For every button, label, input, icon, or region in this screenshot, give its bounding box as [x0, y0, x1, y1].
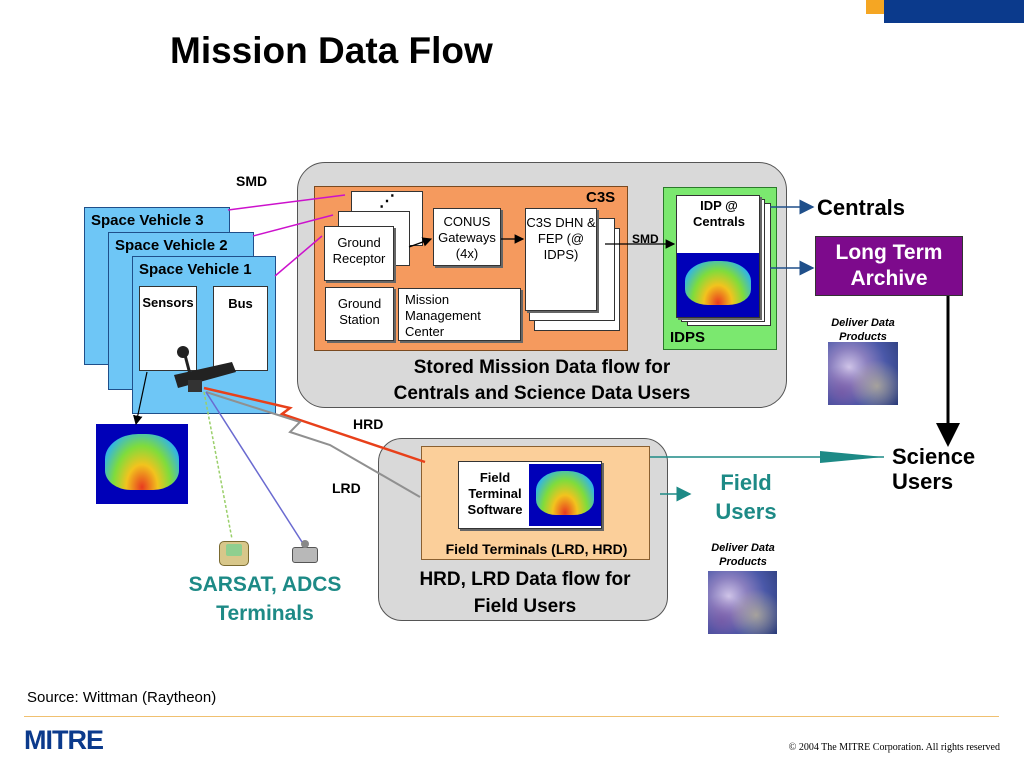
long-term-archive-label: Long Term Archive — [816, 240, 962, 292]
space-vehicle-3-label: Space Vehicle 3 — [91, 212, 204, 229]
adcs-link — [203, 391, 233, 540]
smd-mid-label: SMD — [632, 232, 659, 246]
mitre-logo: MITRE — [24, 725, 104, 755]
page-title: Mission Data Flow — [170, 30, 493, 71]
satellite-icon — [174, 346, 236, 392]
sensors-label: Sensors — [142, 295, 194, 310]
mission-management-label: Mission Management Center — [405, 292, 481, 339]
deliver-products-top: Deliver Data Products — [818, 316, 908, 344]
smd-line-2 — [252, 214, 334, 237]
space-vehicle-1-label: Space Vehicle 1 — [139, 261, 252, 278]
c3s-dhn-box: C3S DHN & FEP (@ IDPS) — [525, 208, 597, 311]
corner-accent-blue — [884, 0, 1024, 23]
satellite-image-bottom — [708, 571, 777, 634]
deliver-products-bottom-line-2: Products — [719, 556, 767, 568]
lrd-link — [205, 391, 421, 498]
sarsat-label: SARSAT, ADCS Terminals — [170, 570, 360, 628]
science-users-label: Science Users — [892, 444, 975, 494]
field-terminals-label: Field Terminals (LRD, HRD) — [445, 541, 628, 557]
sarsat-line-2: Terminals — [216, 602, 314, 625]
ground-receptor-label: Ground Receptor — [332, 235, 386, 266]
smd-top-label: SMD — [236, 173, 268, 189]
footer-divider — [24, 716, 999, 717]
satellite-image-top — [828, 342, 898, 405]
centrals-label: Centrals — [817, 195, 906, 220]
deliver-products-top-line-2: Products — [839, 331, 887, 343]
idp-centrals-box: IDP @ Centrals — [676, 195, 760, 318]
field-thermal-image — [529, 464, 601, 526]
field-users-line-1: Field — [720, 470, 772, 495]
smd-line-1 — [227, 194, 346, 211]
long-term-archive-box: Long Term Archive — [815, 236, 963, 296]
ground-station-box: Ground Station — [325, 287, 394, 341]
stored-flow-line-2: Centrals and Science Data Users — [393, 383, 691, 404]
long-term-archive-line-2: Archive — [850, 267, 928, 290]
stored-flow-line-1: Stored Mission Data flow for — [413, 357, 671, 378]
c3s-dhn-label: C3S DHN & FEP (@ IDPS) — [526, 215, 596, 262]
idps-label: IDPS — [670, 329, 706, 346]
deliver-products-bottom-line-1: Deliver Data — [711, 542, 775, 554]
adcs-terminal-icon — [219, 541, 249, 566]
deliver-products-top-line-1: Deliver Data — [831, 317, 895, 329]
bus-box: Bus — [213, 286, 268, 371]
sarsat-line-1: SARSAT, ADCS — [188, 573, 342, 596]
conus-gateways-label: CONUS Gateways (4x) — [438, 214, 496, 261]
hrd-flow-line-2: Field Users — [473, 596, 577, 617]
c3s-label: C3S — [586, 189, 616, 206]
ground-station-label: Ground Station — [337, 296, 382, 327]
mission-management-box: Mission Management Center — [398, 288, 521, 341]
hrd-label: HRD — [353, 416, 384, 432]
conus-gateways-box: CONUS Gateways (4x) — [433, 208, 501, 266]
sarsat-link — [205, 391, 303, 543]
hrd-flow-caption: HRD, LRD Data flow for Field Users — [385, 566, 665, 620]
long-term-archive-line-1: Long Term — [835, 241, 943, 264]
bus-label: Bus — [228, 296, 253, 311]
sensor-to-image-arrow — [133, 371, 148, 426]
deliver-products-bottom: Deliver Data Products — [698, 541, 788, 569]
field-terminal-software-box: Field Terminal Software — [458, 461, 602, 529]
science-users-line-1: Science — [892, 444, 976, 469]
receptor-stack-dots: ⋰ — [379, 193, 395, 210]
stored-flow-caption: Stored Mission Data flow for Centrals an… — [352, 355, 732, 407]
sensor-thermal-image — [96, 424, 188, 504]
sensors-box: Sensors — [139, 286, 197, 371]
idp-thermal-image — [677, 253, 759, 317]
field-users-label: Field Users — [708, 468, 784, 526]
field-users-line-2: Users — [715, 499, 777, 524]
corner-accent-orange — [866, 0, 884, 14]
science-users-line-2: Users — [892, 469, 954, 494]
hrd-link — [203, 386, 426, 464]
receptor-to-conus — [408, 237, 433, 248]
idp-centrals-label: IDP @ Centrals — [692, 198, 746, 229]
field-to-science-head — [820, 451, 884, 463]
space-vehicle-2-label: Space Vehicle 2 — [115, 237, 228, 254]
smd-line-3 — [274, 235, 323, 277]
field-terminal-software-label: Field Terminal Software — [467, 470, 523, 517]
ground-receptor-box: Ground Receptor — [324, 226, 394, 281]
copyright-text: © 2004 The MITRE Corporation. All rights… — [788, 742, 1000, 753]
hrd-flow-line-1: HRD, LRD Data flow for — [419, 569, 631, 590]
sarsat-terminal-icon — [292, 540, 318, 563]
source-note: Source: Wittman (Raytheon) — [27, 689, 217, 706]
lrd-label: LRD — [332, 480, 361, 496]
